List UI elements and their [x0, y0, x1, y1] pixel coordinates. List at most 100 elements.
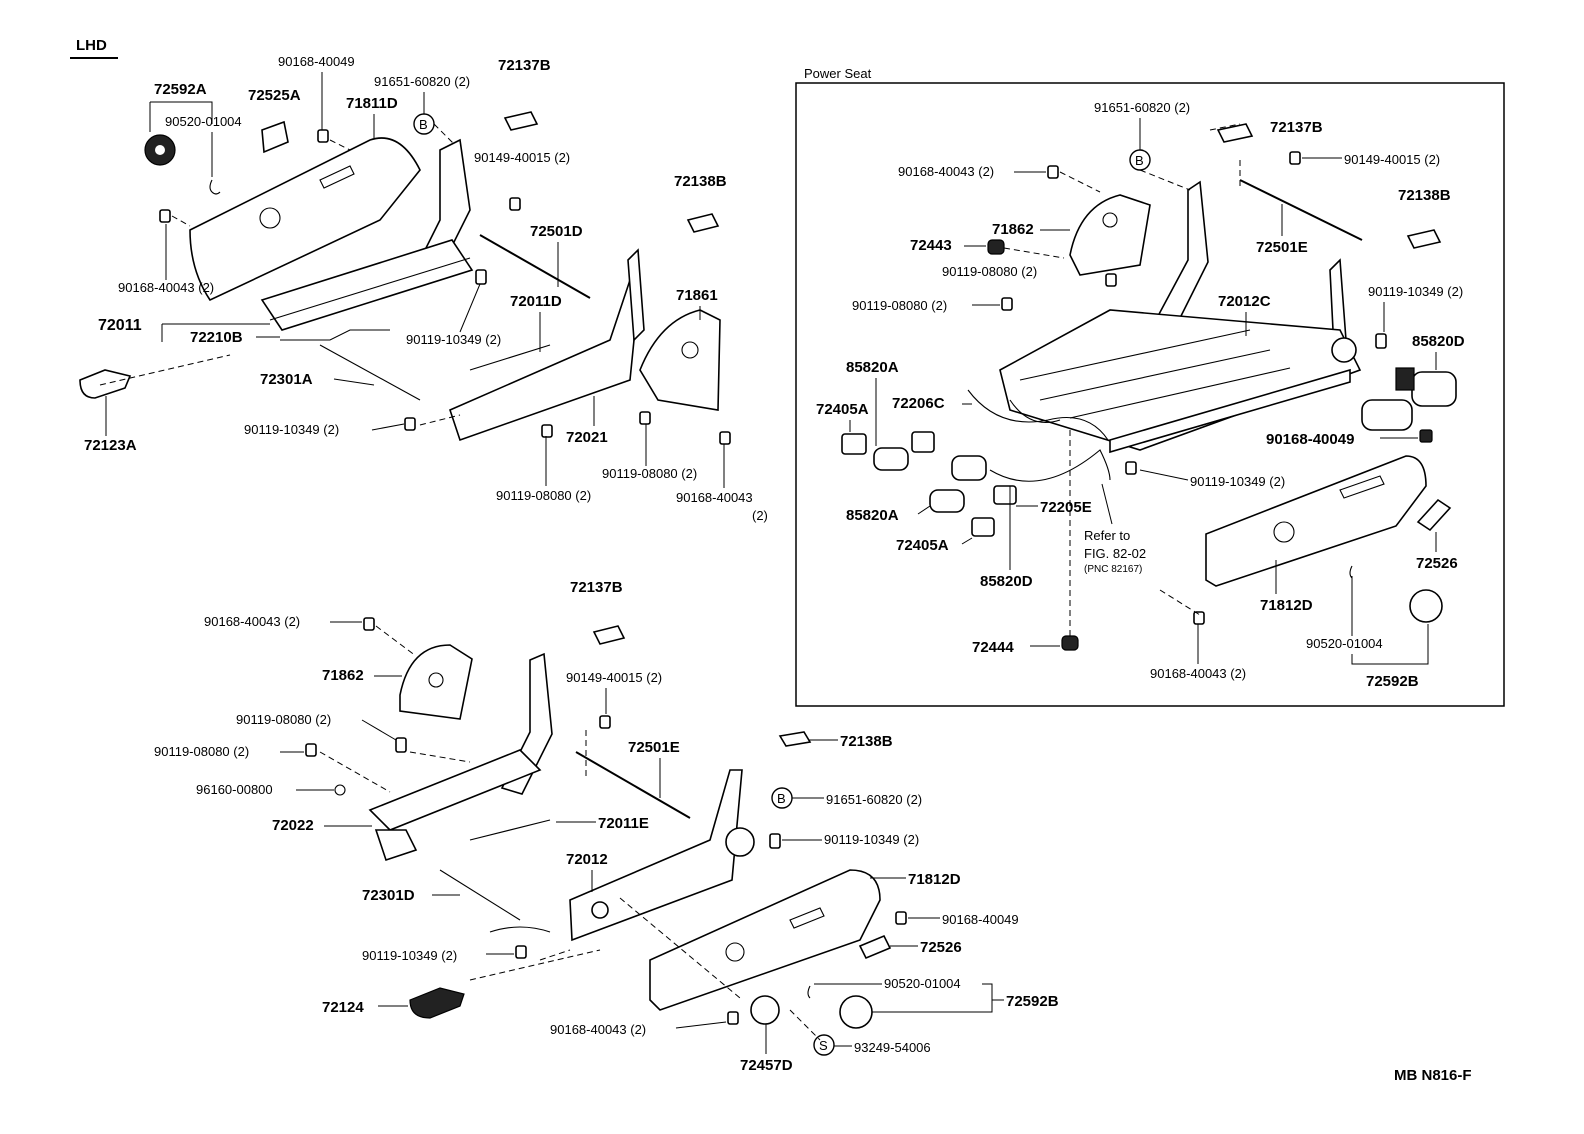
label-b90119-10349-b: 90119-10349 (2) — [362, 948, 457, 963]
lead-b90119-08080-a — [361, 719, 397, 741]
label-72501d: 72501D — [530, 223, 583, 240]
bolt-90168-40049-b — [895, 911, 907, 925]
label-p72206c: 72206C — [892, 395, 945, 412]
switch-72405a-a — [841, 433, 867, 455]
cover-71861-hole — [681, 341, 699, 359]
label-p90168-40043-b: 90168-40043 (2) — [1150, 666, 1246, 681]
harness-72206c — [967, 389, 1109, 441]
bolt-90168-40043-pb — [1193, 611, 1205, 625]
label-p90520: 90520-01004 — [1306, 636, 1383, 651]
bolt-90119-10349-b — [404, 417, 416, 431]
clip-90520-a — [209, 179, 221, 195]
switch-85820a-a — [873, 447, 909, 471]
bolt-90168-40049-p — [1419, 429, 1433, 443]
label-p72012c: 72012C — [1218, 293, 1271, 310]
label-72011: 72011 — [98, 317, 142, 334]
lever-72210b — [280, 329, 390, 341]
frame-72012c-track — [1109, 368, 1351, 454]
bolt-90168-40043-p — [1047, 165, 1059, 179]
label-b72011e: 72011E — [598, 815, 649, 832]
label-90168-40049-a: 90168-40049 — [278, 54, 355, 69]
label-p72405a-b: 72405A — [896, 537, 949, 554]
label-b72137b: 72137B — [570, 579, 623, 596]
cover-71861 — [639, 309, 721, 411]
cap-72138b-a — [686, 213, 720, 233]
bolt-90119-10349-pb — [1125, 461, 1137, 475]
label-71811d: 71811D — [346, 95, 398, 112]
label-90119-08080-b: 90119-08080 (2) — [496, 488, 591, 503]
recliner-plate-b — [627, 248, 645, 342]
cover-71812d-b — [649, 869, 881, 1011]
label-p72526: 72526 — [1416, 555, 1458, 572]
bolt-90119-08080-b — [639, 411, 651, 425]
label-p72405a-a: 72405A — [816, 401, 869, 418]
spacer-72444 — [1061, 635, 1079, 651]
label-p72443: 72443 — [910, 237, 952, 254]
label-p85820a-b: 85820A — [846, 507, 899, 524]
dash-bottom — [319, 625, 821, 1041]
label-72301a: 72301A — [260, 371, 313, 388]
label-b72501e: 72501E — [628, 739, 680, 756]
bolt-90168-40043-ba — [363, 617, 375, 631]
label-b71812d: 71812D — [908, 871, 961, 888]
spacer-72443 — [987, 239, 1005, 255]
label-b90168-40043-b: 90168-40043 (2) — [550, 1022, 646, 1037]
label-b90119-08080-b: 90119-08080 (2) — [154, 744, 249, 759]
cover-71862-p — [1069, 194, 1151, 276]
spring-72011d — [469, 344, 551, 371]
label-90119-08080-a: 90119-08080 (2) — [602, 466, 697, 481]
dash-top-left — [99, 123, 461, 426]
cover-72525a — [261, 120, 289, 154]
cap-72137b-a — [503, 111, 539, 131]
frame-72011-rail — [269, 257, 471, 321]
label-b71862: 71862 — [322, 667, 364, 684]
bolt-90119-08080-a — [541, 424, 553, 438]
cover-71812d-b-hole — [725, 942, 745, 962]
label-b90168-40043-a: 90168-40043 (2) — [204, 614, 300, 629]
recliner-72012-gear — [725, 827, 755, 857]
label-72138b-a: 72138B — [674, 173, 727, 190]
marker-s-text: S — [819, 1038, 828, 1053]
cover-71812d-p-slot — [1339, 475, 1385, 499]
label-b90168-40049: 90168-40049 — [942, 912, 1019, 927]
label-72137b-a: 72137B — [498, 57, 551, 74]
knob-72457d — [750, 995, 780, 1025]
label-b72592b: 72592B — [1006, 993, 1059, 1010]
lead-refer — [1101, 483, 1113, 525]
refer-line2: FIG. 82-02 — [1084, 546, 1146, 561]
bolt-90119-08080-ba — [395, 737, 407, 753]
label-72011d: 72011D — [510, 293, 562, 310]
switch-85820d-b — [951, 455, 987, 481]
lead-p72405a-b — [961, 537, 973, 545]
roller-b — [591, 901, 609, 919]
label-p71812d: 71812D — [1260, 597, 1313, 614]
label-90168-40043-b1: 90168-40043 — [676, 490, 753, 505]
motor-housing-p — [1331, 337, 1357, 363]
label-p90119-10349-b: 90119-10349 (2) — [1190, 474, 1285, 489]
label-72021: 72021 — [566, 429, 608, 446]
marker-b-b-text: B — [777, 791, 786, 806]
label-b72301d: 72301D — [362, 887, 415, 904]
cap-72137b-b — [592, 625, 626, 645]
label-p72138b: 72138B — [1398, 187, 1451, 204]
bolt-90168-40043-bb — [727, 1011, 739, 1025]
clip-90520-p — [1349, 565, 1353, 579]
bolt-90168-40043-a — [159, 209, 171, 223]
switch-72206c-block — [911, 431, 935, 453]
label-90520-a: 90520-01004 — [165, 114, 242, 129]
cable-72301d-b — [489, 926, 551, 933]
label-p72501e: 72501E — [1256, 239, 1308, 256]
label-p90119-10349-a: 90119-10349 (2) — [1368, 284, 1463, 299]
label-p71862: 71862 — [992, 221, 1034, 238]
bolt-90119-10349-ba — [769, 833, 781, 849]
label-b72457d: 72457D — [740, 1057, 793, 1074]
label-90168-40043-a: 90168-40043 (2) — [118, 280, 214, 295]
spring-72011e — [469, 819, 551, 841]
bar-72501e-b — [575, 751, 691, 819]
label-72592a: 72592A — [154, 81, 207, 98]
label-p72444: 72444 — [972, 639, 1014, 656]
label-p91651: 91651-60820 (2) — [1094, 100, 1190, 115]
label-p90119-08080-a: 90119-08080 (2) — [942, 264, 1037, 279]
refer-line1: Refer to — [1084, 528, 1130, 543]
label-90119-10349-a: 90119-10349 (2) — [406, 332, 501, 347]
